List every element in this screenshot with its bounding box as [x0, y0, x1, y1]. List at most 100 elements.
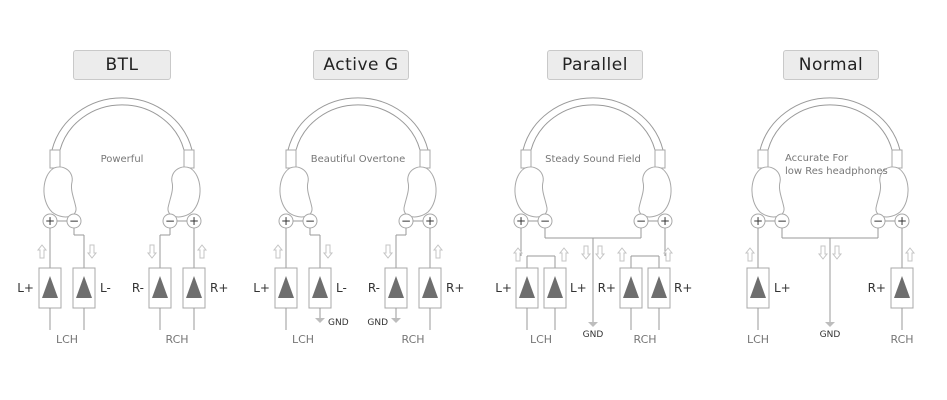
left-hinge	[520, 149, 532, 169]
left-plus-terminal-symbol: +	[753, 214, 763, 228]
right-channel-label: RCH	[401, 333, 424, 346]
gnd-label: GND	[328, 318, 349, 328]
amp-label: R+	[868, 281, 886, 295]
arrow-down-icon	[831, 245, 843, 260]
left-channel-label: LCH	[747, 333, 769, 346]
right-hinge	[654, 149, 666, 169]
left-channel-label: LCH	[530, 333, 552, 346]
amp-label: R-	[132, 281, 144, 295]
left-minus-terminal-symbol: −	[777, 214, 787, 228]
right-ear-cup	[167, 166, 201, 218]
mode-description: Accurate For	[785, 153, 849, 164]
left-minus-terminal-symbol: −	[305, 214, 315, 228]
arrow-up-icon	[272, 244, 284, 259]
amplifier-triangle-icon	[894, 276, 910, 298]
left-plus-terminal-symbol: +	[45, 214, 55, 228]
arrow-down-icon	[382, 244, 394, 259]
mode-description: Beautiful Overtone	[311, 154, 406, 165]
right-hinge	[183, 149, 195, 169]
arrow-down-icon	[580, 245, 592, 260]
amp-label: L-	[100, 281, 111, 295]
amplifier-triangle-icon	[76, 276, 92, 298]
amplifier-triangle-icon	[388, 276, 404, 298]
right-channel-label: RCH	[633, 333, 656, 346]
arrow-up-icon	[36, 244, 48, 259]
arrow-down-icon	[86, 244, 98, 259]
amplifier-triangle-icon	[186, 276, 202, 298]
mode-description: Powerful	[101, 154, 144, 165]
headband-inner	[767, 104, 893, 151]
mode-title-parallel: Parallel	[547, 50, 643, 80]
arrow-down-icon	[594, 245, 606, 260]
amplifier-triangle-icon	[42, 276, 58, 298]
headband-outer	[759, 97, 901, 151]
left-ear-cup	[514, 166, 548, 218]
amplifier-triangle-icon	[547, 276, 563, 298]
headband-outer	[287, 97, 429, 151]
right-plus-terminal-symbol: +	[897, 214, 907, 228]
left-hinge	[757, 149, 769, 169]
ground-icon	[315, 318, 325, 323]
arrow-up-icon	[558, 247, 570, 262]
amp-label: L+	[17, 281, 34, 295]
left-hinge	[49, 149, 61, 169]
arrow-up-icon	[662, 247, 674, 262]
left-ear-cup	[751, 166, 785, 218]
ground-icon	[825, 322, 835, 327]
right-plus-terminal-symbol: +	[425, 214, 435, 228]
right-minus-terminal-symbol: −	[401, 214, 411, 228]
amp-label: R+	[210, 281, 228, 295]
mode-title-active-g: Active G	[313, 50, 409, 80]
arrow-up-icon	[744, 247, 756, 262]
amplifier-triangle-icon	[152, 276, 168, 298]
amp-label: L+	[774, 281, 791, 295]
right-channel-label: RCH	[890, 333, 913, 346]
amp-label: L+	[495, 281, 512, 295]
headband-inner	[295, 104, 421, 151]
arrow-up-icon	[512, 247, 524, 262]
right-plus-terminal-symbol: +	[660, 214, 670, 228]
amplifier-triangle-icon	[750, 276, 766, 298]
right-minus-terminal-symbol: −	[873, 214, 883, 228]
left-ear-cup	[279, 166, 313, 218]
mode-description: low Res headphones	[785, 166, 888, 177]
amplifier-triangle-icon	[623, 276, 639, 298]
ground-icon	[391, 318, 401, 323]
amplifier-triangle-icon	[422, 276, 438, 298]
right-ear-cup	[403, 166, 437, 218]
right-hinge	[419, 149, 431, 169]
arrow-down-icon	[817, 245, 829, 260]
arrow-up-icon	[904, 247, 916, 262]
amp-label: R+	[674, 281, 692, 295]
left-plus-terminal-symbol: +	[281, 214, 291, 228]
right-minus-terminal-symbol: −	[165, 214, 175, 228]
headband-inner	[59, 104, 185, 151]
arrow-up-icon	[196, 244, 208, 259]
amplifier-triangle-icon	[519, 276, 535, 298]
amp-label: R-	[368, 281, 380, 295]
left-plus-terminal-symbol: +	[516, 214, 526, 228]
amp-label: L-	[336, 281, 347, 295]
arrow-up-icon	[432, 244, 444, 259]
left-channel-label: LCH	[292, 333, 314, 346]
left-minus-terminal-symbol: −	[540, 214, 550, 228]
arrow-down-icon	[146, 244, 158, 259]
amplifier-triangle-icon	[278, 276, 294, 298]
amp-label: R+	[446, 281, 464, 295]
headband-outer	[522, 97, 664, 151]
headband-inner	[530, 104, 656, 151]
gnd-label: GND	[820, 330, 841, 340]
ground-icon	[588, 322, 598, 327]
right-channel-label: RCH	[165, 333, 188, 346]
right-plus-terminal-symbol: +	[189, 214, 199, 228]
right-hinge	[891, 149, 903, 169]
mode-title-btl: BTL	[73, 50, 171, 80]
amp-label: L+	[570, 281, 587, 295]
headband-outer	[51, 97, 193, 151]
